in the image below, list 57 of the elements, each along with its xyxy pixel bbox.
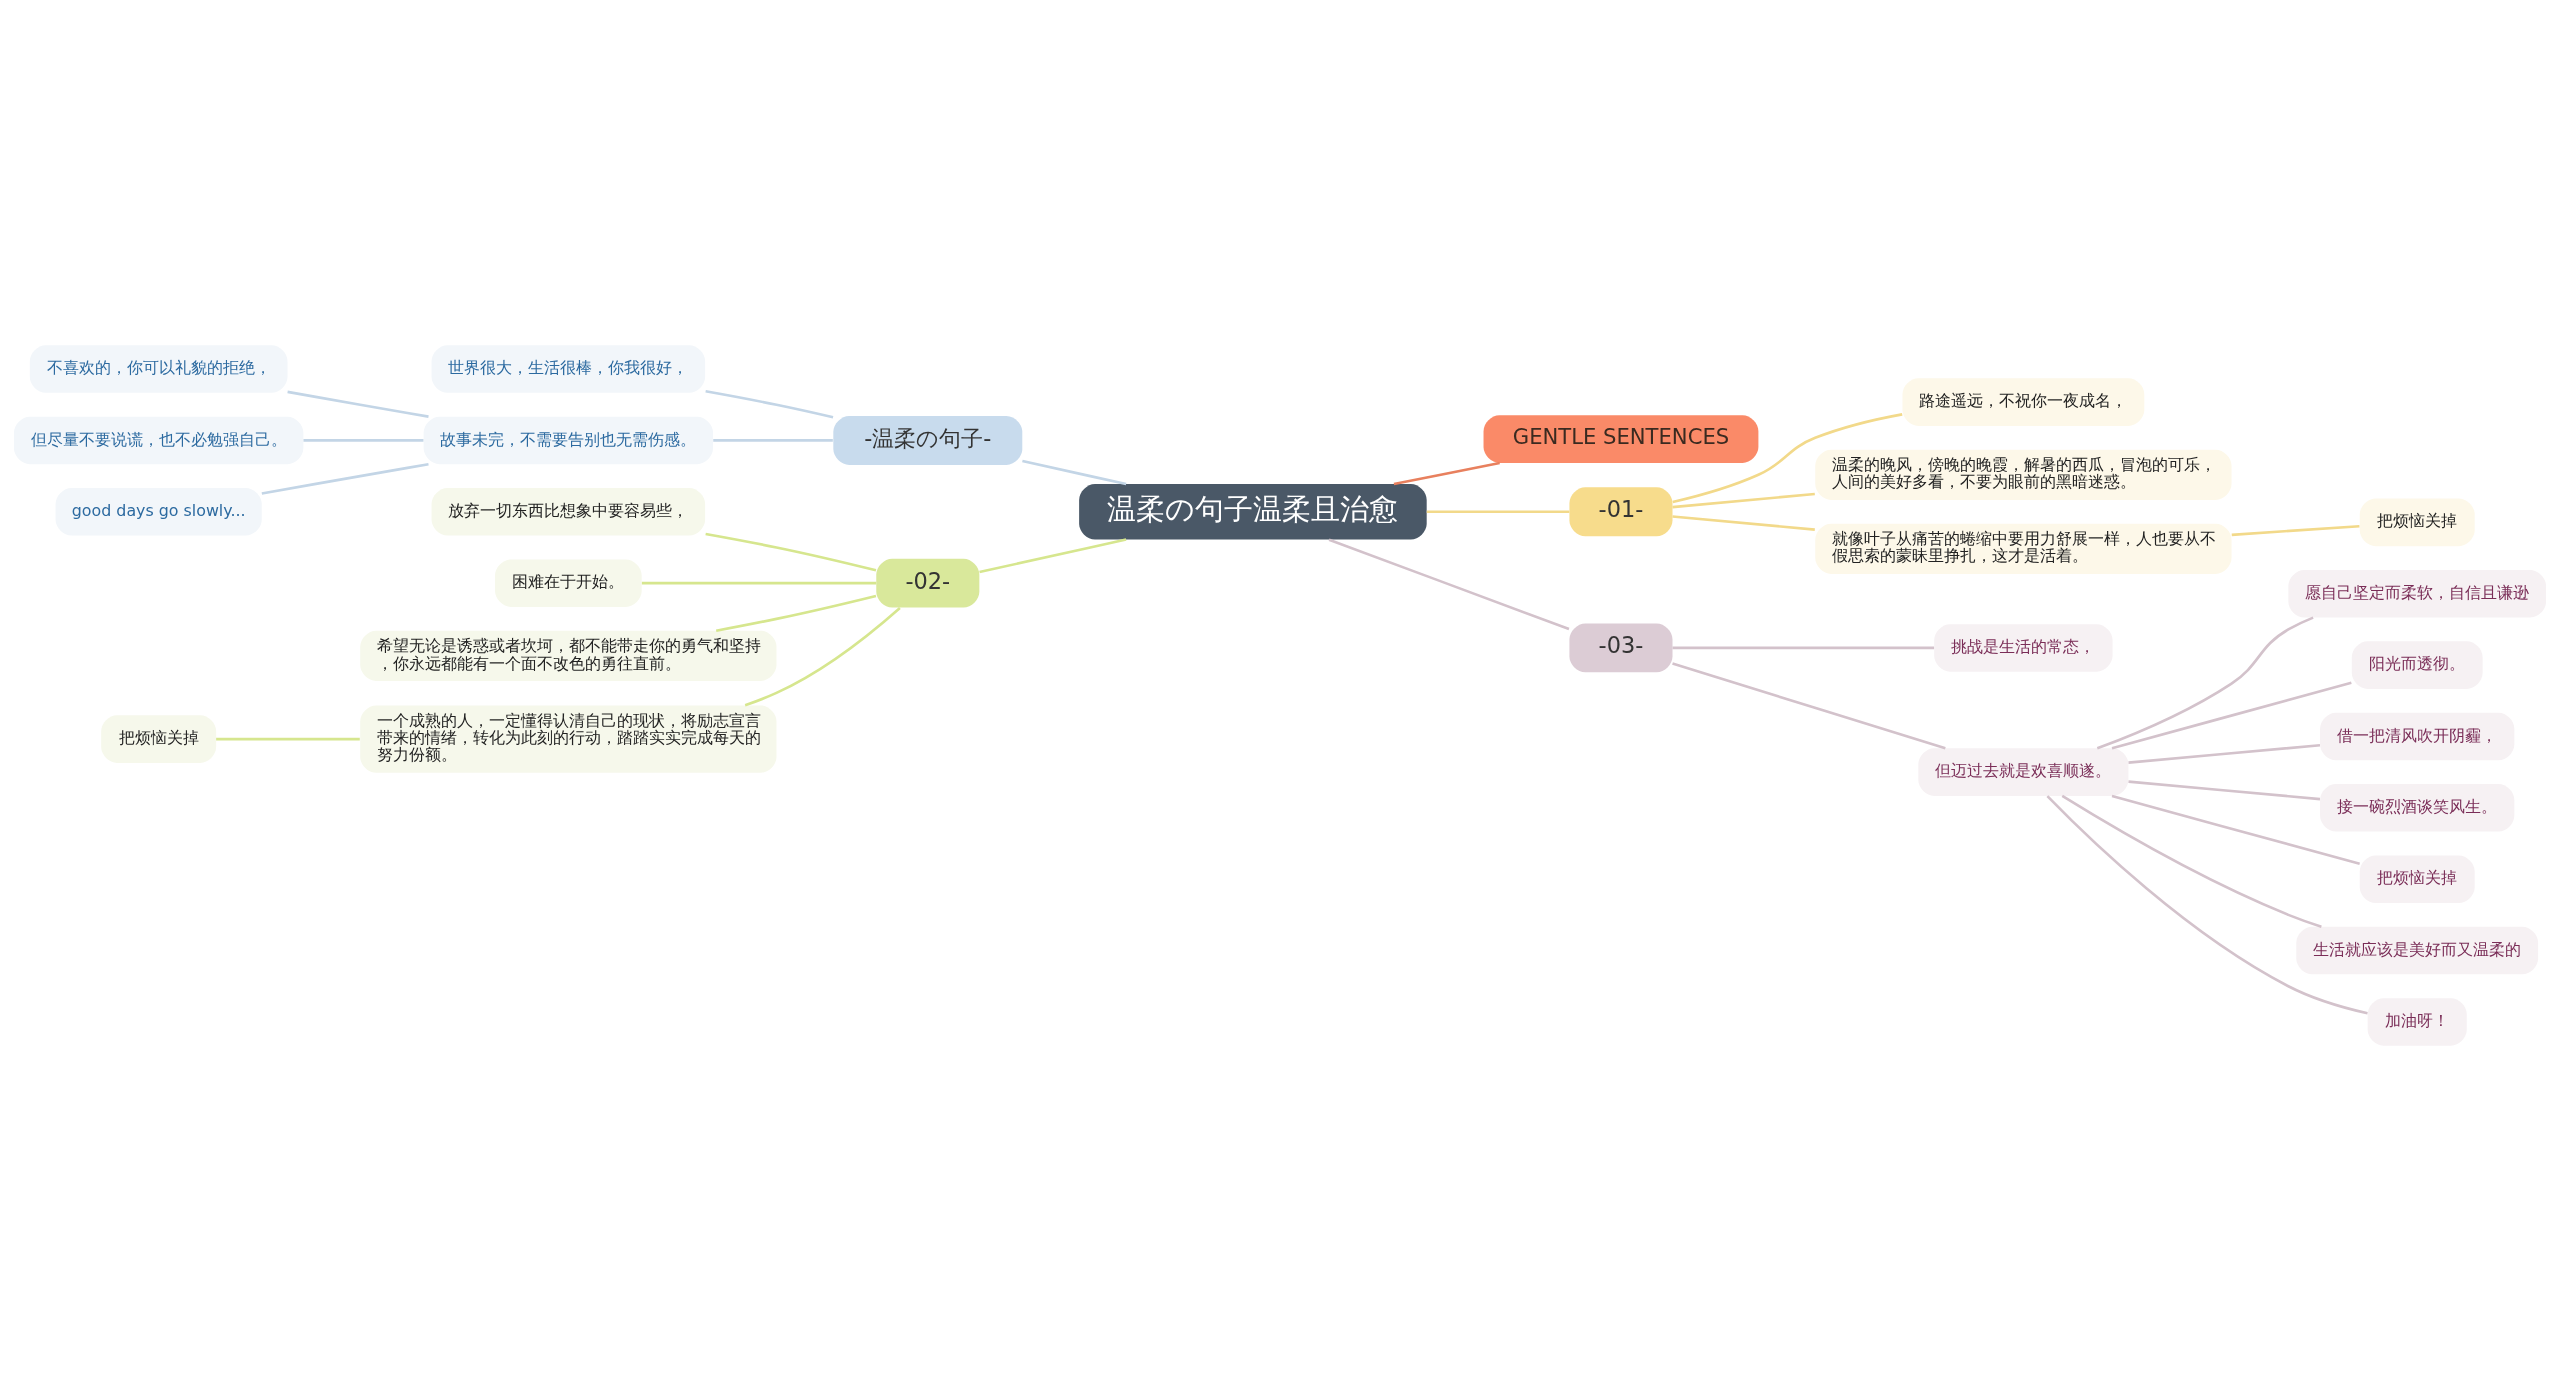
node-box: -03- bbox=[1569, 623, 1673, 673]
node-box: good days go slowly... bbox=[55, 488, 262, 536]
connector bbox=[1022, 459, 1127, 486]
connector bbox=[1426, 510, 1570, 514]
connector bbox=[303, 439, 424, 442]
node-box: 困难在于开始。 bbox=[495, 559, 642, 607]
node-box: 路途遥远，不祝你一夜成名， bbox=[1902, 378, 2145, 426]
connector bbox=[2096, 616, 2314, 750]
connector bbox=[1672, 515, 1815, 531]
connector bbox=[1328, 538, 1570, 631]
node-box: 不喜欢的，你可以礼貌的拒绝， bbox=[29, 345, 288, 393]
node-box: 就像叶子从痛苦的蜷缩中要用力舒展一样，人也要从不假思索的蒙昧里挣扎，这才是活着。 bbox=[1815, 523, 2232, 574]
connector bbox=[2046, 795, 2368, 1015]
node-box: 但尽量不要说谎，也不必勉强自己。 bbox=[13, 416, 304, 465]
connector bbox=[705, 390, 834, 419]
connector bbox=[979, 538, 1127, 574]
node-box: 把烦恼关掉 bbox=[2359, 498, 2475, 547]
connector bbox=[2231, 524, 2360, 537]
node-box: 一个成熟的人，一定懂得认清自己的现状，将励志宣言带来的情绪，转化为此刻的行动，踏踏实实完成每天的努力份额。 bbox=[360, 705, 777, 773]
node-box: 但迈过去就是欢喜顺遂。 bbox=[1918, 748, 2129, 796]
node-box: -02- bbox=[876, 558, 980, 608]
node-box: 把烦恼关掉 bbox=[101, 715, 217, 763]
connector bbox=[641, 581, 877, 585]
connector bbox=[1672, 646, 1935, 650]
node-box: -温柔の句子- bbox=[833, 416, 1023, 465]
node-box: 放弃一切东西比想象中要容易些， bbox=[431, 488, 706, 536]
connector bbox=[715, 594, 877, 632]
connector bbox=[2128, 780, 2321, 801]
connector bbox=[287, 390, 429, 418]
node-box: 加油呀！ bbox=[2367, 998, 2467, 1046]
node-box: 接一碗烈酒谈笑风生。 bbox=[2320, 784, 2515, 832]
connector bbox=[2111, 794, 2360, 866]
node-box: 温柔の句子温柔且治愈 bbox=[1079, 484, 1427, 540]
connector bbox=[744, 606, 901, 707]
connector bbox=[1672, 413, 1903, 504]
connector bbox=[2061, 794, 2322, 928]
node-box: GENTLE SENTENCES bbox=[1483, 415, 1759, 463]
node-box: 生活就应该是美好而又温柔的 bbox=[2296, 926, 2539, 975]
connector bbox=[1393, 461, 1500, 486]
connector bbox=[1672, 492, 1815, 509]
node-box: 故事未完，不需要告别也无需伤感。 bbox=[423, 416, 714, 465]
connector bbox=[713, 439, 833, 442]
node-box: -01- bbox=[1569, 487, 1673, 537]
connector bbox=[216, 737, 360, 741]
node-box: 阳光而透彻。 bbox=[2351, 641, 2483, 689]
node-box: 温柔的晚风，傍晚的晚霞，解暑的西瓜，冒泡的可乐，人间的美好多看，不要为眼前的黑暗迷惑。 bbox=[1815, 449, 2232, 500]
connector bbox=[705, 532, 877, 572]
connector bbox=[2128, 743, 2321, 764]
connector bbox=[2111, 681, 2352, 750]
node-box: 把烦恼关掉 bbox=[2359, 855, 2475, 903]
node-box: 愿自己坚定而柔软，自信且谦逊 bbox=[2288, 569, 2547, 618]
node-box: 挑战是生活的常态， bbox=[1934, 624, 2113, 672]
connector bbox=[1672, 662, 1946, 750]
node-box: 世界很大，生活很棒，你我很好， bbox=[431, 345, 706, 393]
connector bbox=[261, 462, 429, 495]
node-box: 希望无论是诱惑或者坎坷，都不能带走你的勇气和坚持，你永远都能有一个面不改色的勇往直前。 bbox=[360, 630, 777, 681]
node-box: 借一把清风吹开阴霾， bbox=[2320, 712, 2515, 761]
